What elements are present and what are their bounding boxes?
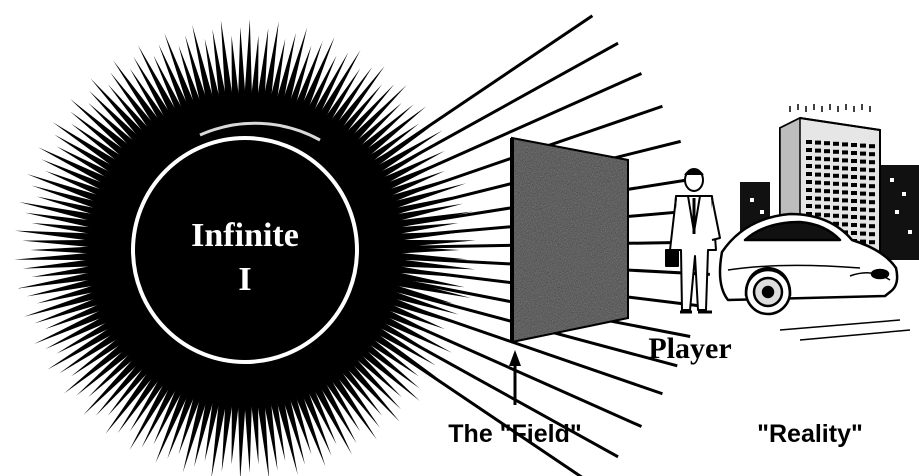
tower-window bbox=[806, 172, 812, 176]
tower-window bbox=[815, 165, 821, 169]
tower-window bbox=[815, 141, 821, 145]
tower-window bbox=[806, 204, 812, 208]
tower-window bbox=[869, 152, 875, 156]
tower-window bbox=[806, 196, 812, 200]
field-panel bbox=[512, 138, 628, 342]
man-icon bbox=[666, 169, 720, 312]
tower-window bbox=[851, 183, 857, 187]
tower-window bbox=[833, 174, 839, 178]
tower-window bbox=[833, 190, 839, 194]
tower-window bbox=[842, 166, 848, 170]
tower-window bbox=[842, 214, 848, 218]
tower-window bbox=[815, 157, 821, 161]
tower-window bbox=[833, 206, 839, 210]
tower-window bbox=[824, 181, 830, 185]
tower-window bbox=[824, 165, 830, 169]
beam-line bbox=[355, 324, 592, 476]
tower-window bbox=[851, 207, 857, 211]
player-label: Player bbox=[648, 332, 731, 365]
tower-window bbox=[869, 144, 875, 148]
tower-window bbox=[860, 168, 866, 172]
tower-window bbox=[842, 182, 848, 186]
tower-window bbox=[851, 151, 857, 155]
tower-window bbox=[860, 208, 866, 212]
tower-window bbox=[842, 198, 848, 202]
tower-window bbox=[869, 216, 875, 220]
tower-window bbox=[869, 176, 875, 180]
tower-window bbox=[806, 164, 812, 168]
tower-window bbox=[851, 191, 857, 195]
tower-window bbox=[806, 148, 812, 152]
tower-window bbox=[815, 205, 821, 209]
source-label-line2: I bbox=[238, 261, 251, 298]
tower-window bbox=[851, 159, 857, 163]
tower-window bbox=[860, 216, 866, 220]
tower-window bbox=[824, 157, 830, 161]
tower-window bbox=[860, 184, 866, 188]
tower-window bbox=[869, 200, 875, 204]
tower-window bbox=[869, 184, 875, 188]
tower-window bbox=[851, 199, 857, 203]
tower-window bbox=[842, 222, 848, 226]
tower-window bbox=[833, 182, 839, 186]
tower-window bbox=[806, 140, 812, 144]
tower-window bbox=[869, 224, 875, 228]
tower-window bbox=[833, 166, 839, 170]
tower-window bbox=[806, 156, 812, 160]
tower-window bbox=[869, 192, 875, 196]
tower-window bbox=[851, 167, 857, 171]
tower-window bbox=[842, 142, 848, 146]
tower-window bbox=[833, 158, 839, 162]
tower-window bbox=[851, 223, 857, 227]
tower-window bbox=[860, 160, 866, 164]
tower-window bbox=[833, 214, 839, 218]
tower-window bbox=[860, 176, 866, 180]
tower-window bbox=[824, 205, 830, 209]
tower-window bbox=[842, 158, 848, 162]
tower-window bbox=[824, 213, 830, 217]
reality-label: "Reality" bbox=[757, 420, 863, 448]
tower-window bbox=[842, 174, 848, 178]
tower-window bbox=[869, 232, 875, 236]
tower-window bbox=[842, 150, 848, 154]
tower-window bbox=[824, 173, 830, 177]
tower-window bbox=[869, 240, 875, 244]
tower-window bbox=[824, 197, 830, 201]
tower-window bbox=[869, 168, 875, 172]
tower-window bbox=[815, 149, 821, 153]
tower-window bbox=[806, 180, 812, 184]
tower-window bbox=[860, 200, 866, 204]
tower-window bbox=[860, 224, 866, 228]
tower-window bbox=[851, 175, 857, 179]
source-label-line1: Infinite bbox=[191, 217, 299, 254]
tower-window bbox=[860, 232, 866, 236]
tower-window bbox=[815, 189, 821, 193]
tower-window bbox=[824, 189, 830, 193]
tower-window bbox=[851, 143, 857, 147]
tower-window bbox=[869, 208, 875, 212]
tower-window bbox=[851, 215, 857, 219]
tower-window bbox=[824, 141, 830, 145]
tower-window bbox=[842, 190, 848, 194]
tower-window bbox=[851, 231, 857, 235]
tower-window bbox=[815, 181, 821, 185]
tower-window bbox=[806, 188, 812, 192]
field-label: The "Field" bbox=[448, 420, 581, 448]
tower-window bbox=[842, 206, 848, 210]
tower-window bbox=[833, 198, 839, 202]
tower-window bbox=[815, 173, 821, 177]
tower-window bbox=[824, 149, 830, 153]
tower-window bbox=[833, 150, 839, 154]
tower-window bbox=[833, 142, 839, 146]
tower-window bbox=[860, 152, 866, 156]
tower-window bbox=[869, 160, 875, 164]
tower-window bbox=[860, 144, 866, 148]
tower-window bbox=[860, 192, 866, 196]
tower-window bbox=[815, 197, 821, 201]
